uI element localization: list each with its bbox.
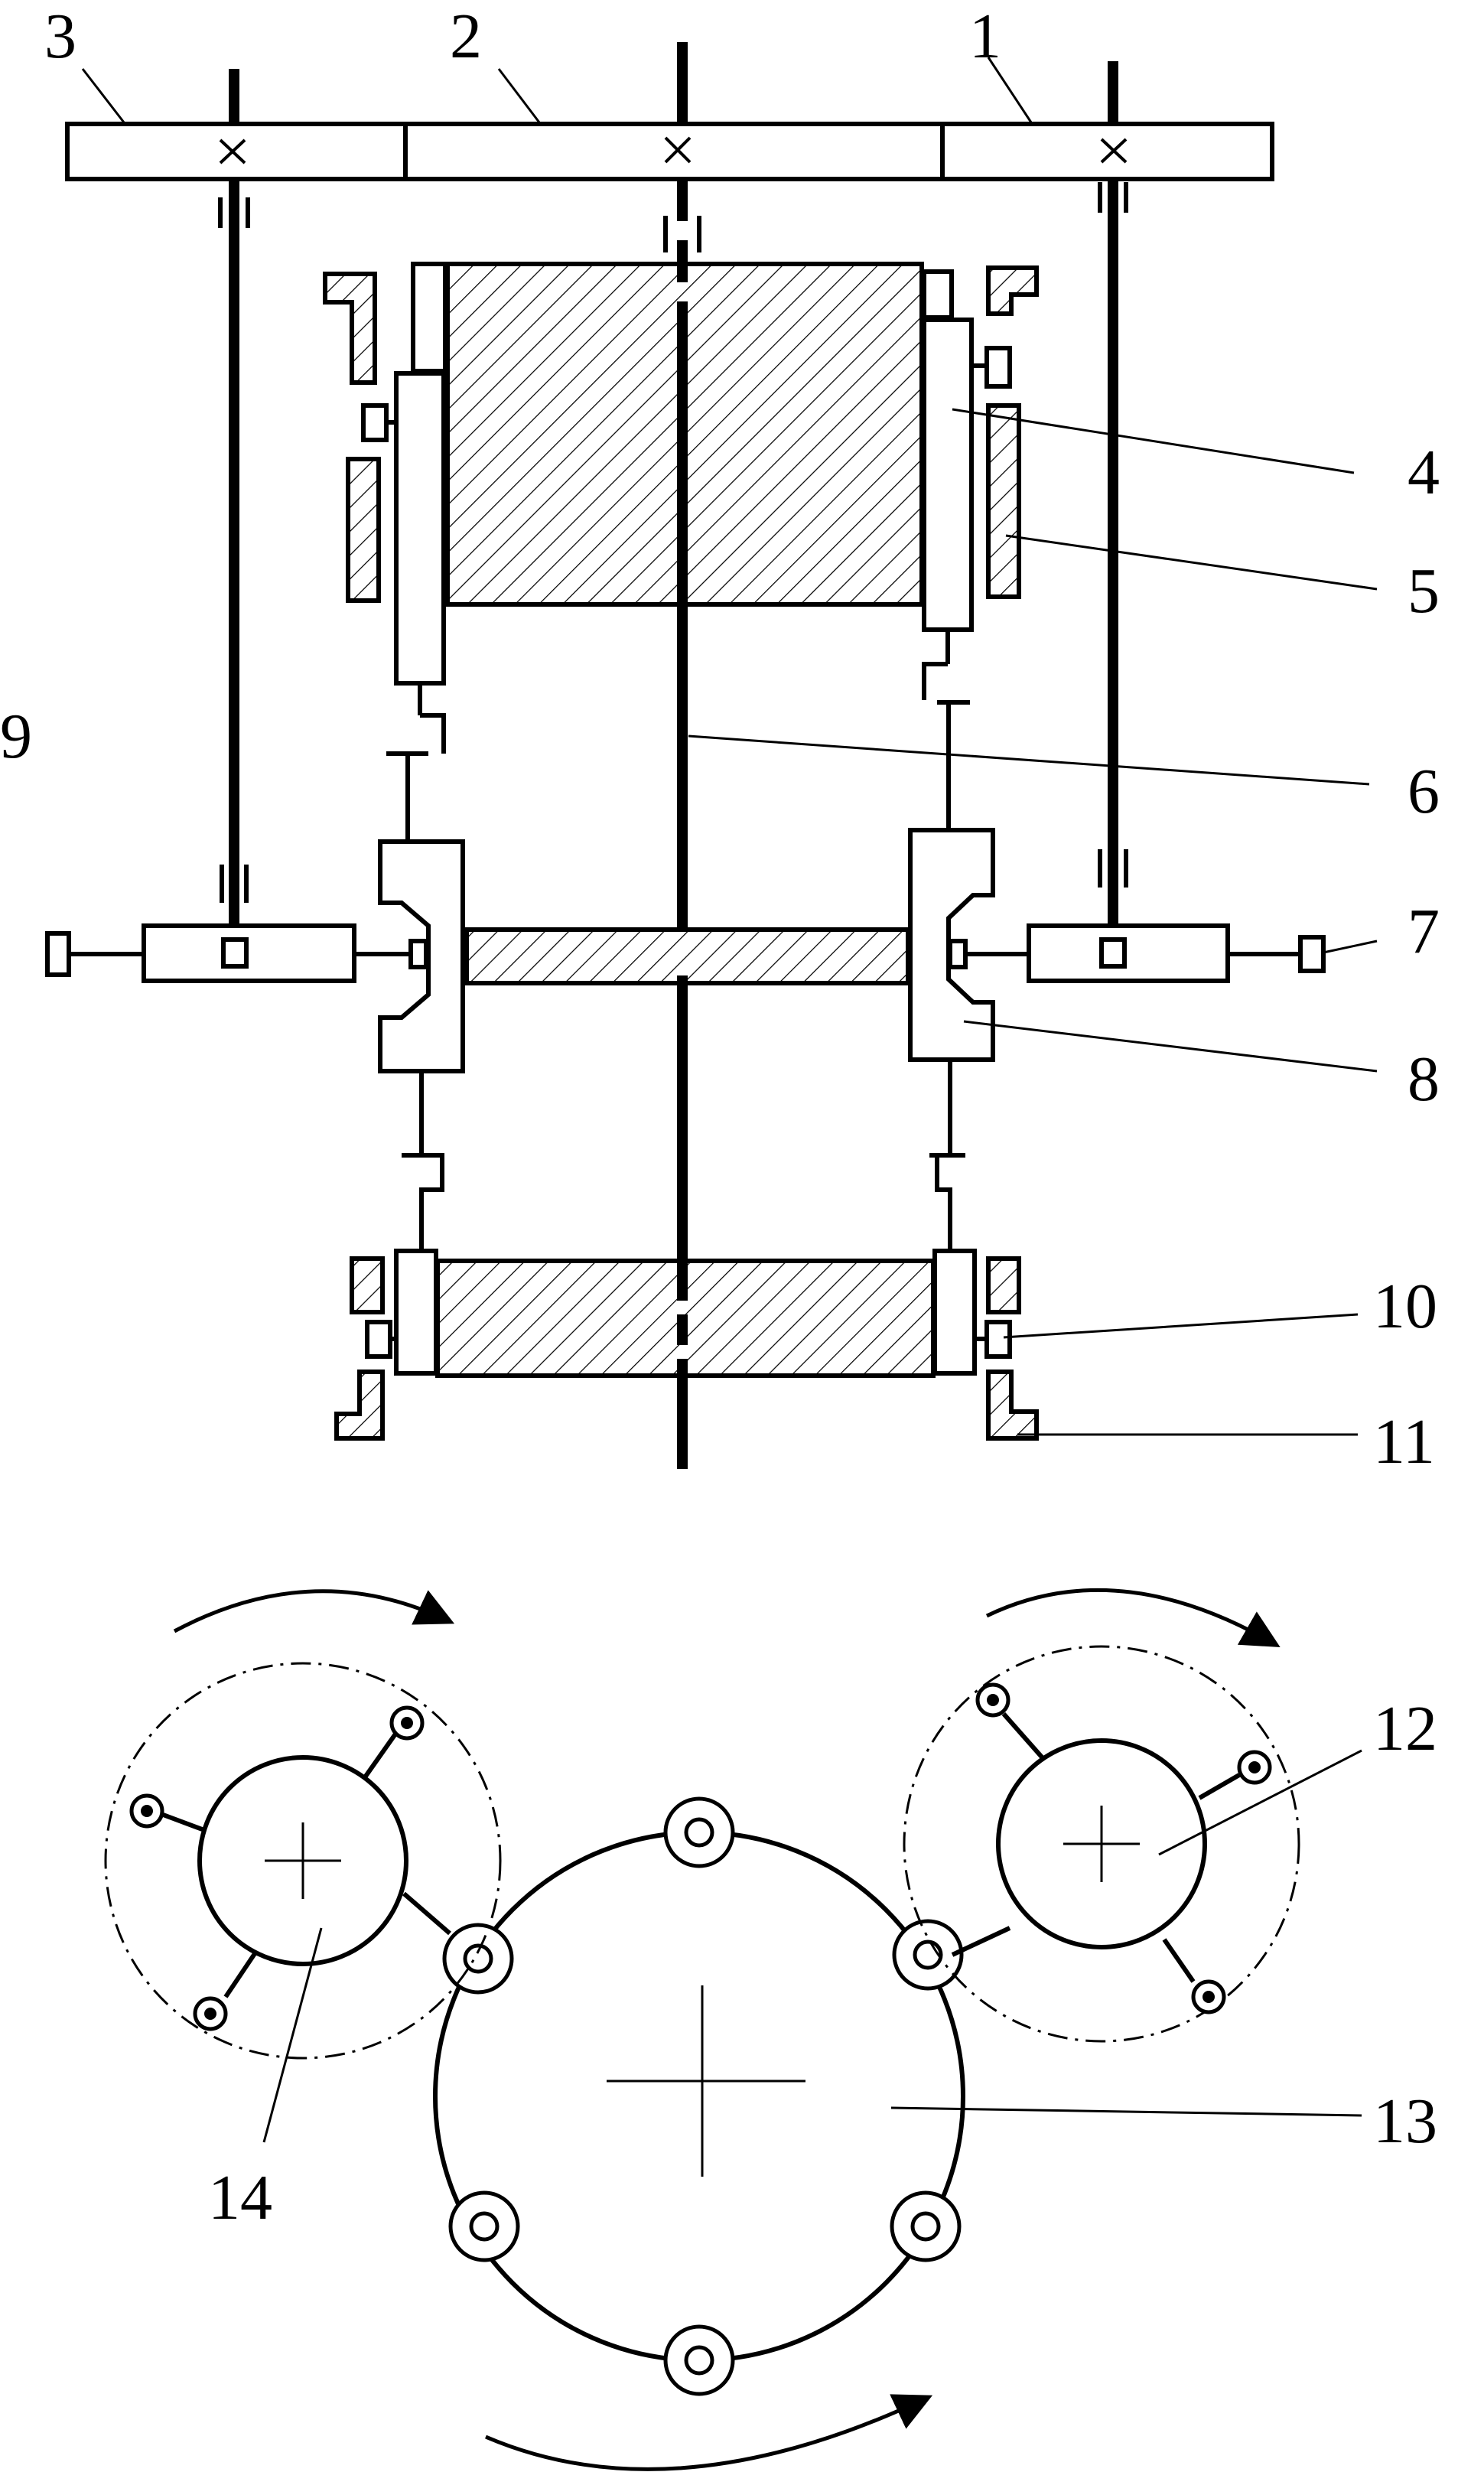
label-4: 4 xyxy=(1408,437,1440,508)
leader-lines-bottom xyxy=(262,1749,1362,2143)
gear-bar xyxy=(65,122,1274,181)
label-6: 6 xyxy=(1408,756,1440,827)
cam-left xyxy=(378,839,465,1073)
part-labels: 1 2 3 4 5 6 7 8 9 10 11 12 13 14 xyxy=(0,1,1440,2233)
cam-followers xyxy=(354,939,1029,969)
upper-right-carrier xyxy=(922,318,1012,632)
upper-left-guide xyxy=(323,272,381,603)
right-star-wheel xyxy=(903,1645,1300,2043)
label-13: 13 xyxy=(1373,2086,1437,2157)
central-wheel xyxy=(433,1830,965,2363)
label-7: 7 xyxy=(1408,896,1440,967)
label-3: 3 xyxy=(44,1,76,72)
label-2: 2 xyxy=(450,1,482,72)
label-9: 9 xyxy=(0,701,32,772)
left-star-wheel xyxy=(104,1662,502,2060)
upper-right-guide xyxy=(986,265,1039,599)
couplings-upper xyxy=(386,630,970,842)
label-14: 14 xyxy=(208,2162,272,2233)
label-8: 8 xyxy=(1408,1044,1440,1115)
label-12: 12 xyxy=(1373,1693,1437,1764)
cam-right xyxy=(908,828,995,1062)
gear-center-marks xyxy=(219,136,1128,164)
leader-lines-top xyxy=(81,57,1378,1436)
lower-drum xyxy=(394,1249,977,1378)
rotation-arrows xyxy=(173,1588,1281,2471)
central-wheel-rollers xyxy=(442,1796,964,2396)
label-11: 11 xyxy=(1373,1406,1435,1477)
upper-drum xyxy=(411,262,954,607)
right-actuator xyxy=(1027,923,1326,983)
bearing-marks xyxy=(218,182,1128,903)
label-5: 5 xyxy=(1408,555,1440,627)
shafts xyxy=(229,42,1118,926)
label-1: 1 xyxy=(969,1,1001,72)
lower-guides xyxy=(334,1256,1039,1441)
couplings-lower xyxy=(402,1060,965,1251)
middle-drum xyxy=(464,927,910,985)
left-actuator xyxy=(45,923,356,983)
label-10: 10 xyxy=(1373,1271,1437,1342)
